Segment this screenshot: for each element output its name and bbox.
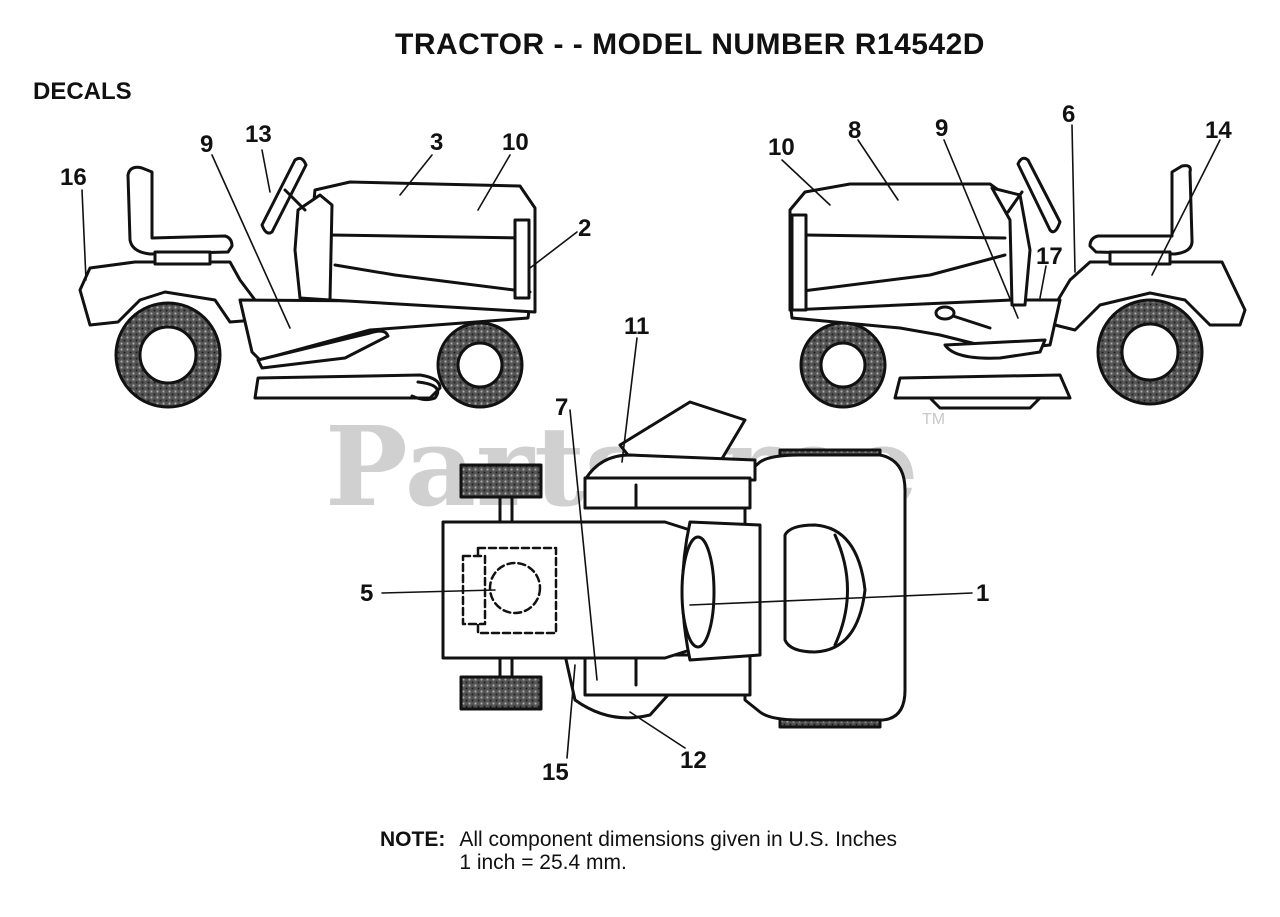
leader-lines (81, 124, 1221, 759)
callout-1: 1 (976, 580, 989, 607)
callout-14: 14 (1205, 117, 1232, 144)
callout-2: 2 (578, 215, 591, 242)
note-label: NOTE: (380, 828, 446, 851)
callout-10-right: 10 (768, 134, 795, 161)
callout-5: 5 (360, 580, 373, 607)
section-label: DECALS (33, 78, 132, 105)
note-line-2: 1 inch = 25.4 mm. (459, 851, 627, 874)
callout-16: 16 (60, 164, 87, 191)
callout-13: 13 (245, 121, 272, 148)
note-body: All component dimensions given in U.S. I… (459, 828, 897, 874)
callout-9-left: 9 (200, 131, 213, 158)
callout-9-right: 9 (935, 115, 948, 142)
page-title: TRACTOR - - MODEL NUMBER R14542D (395, 28, 985, 61)
callout-17: 17 (1036, 243, 1063, 270)
tractor-left-side-view (78, 156, 537, 409)
tractor-right-side-view (788, 156, 1247, 410)
watermark-tm: TM (922, 411, 945, 428)
tractor-top-view (441, 400, 907, 729)
callout-15: 15 (542, 759, 569, 786)
callout-3: 3 (430, 129, 443, 156)
callout-7: 7 (555, 394, 568, 421)
callout-6: 6 (1062, 101, 1075, 128)
callout-12: 12 (680, 747, 707, 774)
callout-11: 11 (624, 313, 649, 340)
callout-8: 8 (848, 117, 861, 144)
note-line-1: All component dimensions given in U.S. I… (459, 828, 898, 851)
dimension-note: NOTE: All component dimensions given in U… (380, 828, 897, 874)
callout-10-left: 10 (502, 129, 529, 156)
